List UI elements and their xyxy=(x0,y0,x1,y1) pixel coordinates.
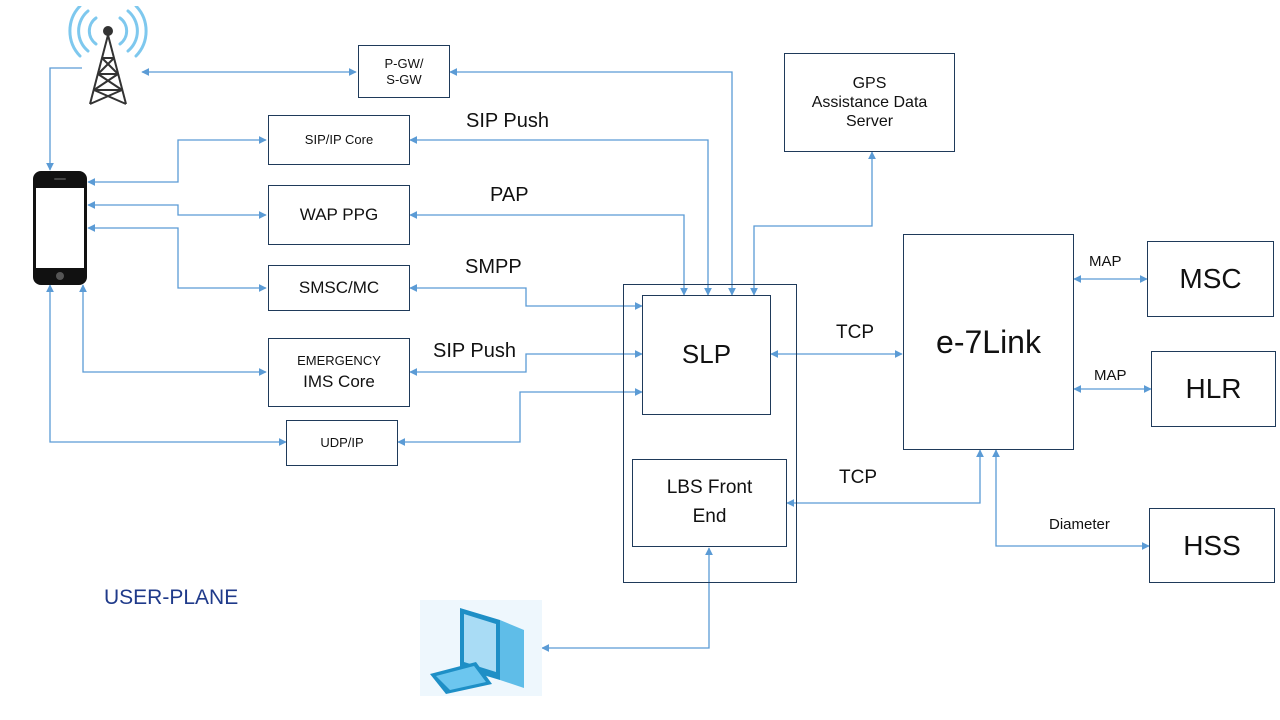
pap-label: PAP xyxy=(490,184,529,206)
connector-phone-wap xyxy=(87,201,267,219)
slp-label: SLP xyxy=(681,339,732,370)
tcp-lbs-label: TCP xyxy=(839,467,877,488)
connector-wap-slp xyxy=(409,211,688,296)
connector-sipcore-slp xyxy=(409,136,712,296)
slp-container-frame xyxy=(623,284,797,583)
msc-box: MSC xyxy=(1147,241,1274,317)
gps-assistance-server-box: GPS Assistance Data Server xyxy=(784,53,955,152)
gps-label-line3: Server xyxy=(845,113,894,131)
gps-label-line2: Assistance Data xyxy=(811,93,928,111)
hss-box: HSS xyxy=(1149,508,1275,583)
lbs-front-end-box: LBS Front End xyxy=(632,459,787,547)
smartphone-icon xyxy=(33,171,87,285)
map-hlr-label: MAP xyxy=(1094,367,1127,384)
slp-box: SLP xyxy=(642,295,771,415)
connector-slp-gps xyxy=(750,151,876,296)
connector-phone-emergency xyxy=(79,284,267,376)
udp-ip-label: UDP/IP xyxy=(320,435,364,451)
connector-phone-udp xyxy=(46,284,287,446)
smsc-mc-label: SMSC/MC xyxy=(298,277,380,297)
e7link-label: e-7Link xyxy=(936,323,1041,360)
connector-smsc-slp xyxy=(409,284,643,310)
smsc-mc-box: SMSC/MC xyxy=(268,265,410,311)
sip-ip-core-label: SIP/IP Core xyxy=(304,132,374,148)
pgw-label-line1: P-GW/ xyxy=(384,55,424,71)
hlr-label: HLR xyxy=(1185,373,1242,405)
emergency-label: EMERGENCY xyxy=(297,352,381,368)
diameter-label: Diameter xyxy=(1049,516,1110,533)
connector-lbs-e7link xyxy=(786,449,984,507)
lbs-label-line2: End xyxy=(692,506,727,527)
connector-emergency-slp xyxy=(409,350,643,376)
connector-phone-smsc xyxy=(87,224,267,292)
map-msc-label: MAP xyxy=(1089,253,1122,270)
connector-e7link-hss xyxy=(992,449,1150,550)
sip-ip-core-box: SIP/IP Core xyxy=(268,115,410,165)
smpp-label: SMPP xyxy=(465,256,522,278)
cell-tower-icon xyxy=(68,6,148,105)
msc-label: MSC xyxy=(1179,263,1242,295)
wap-ppg-box: WAP PPG xyxy=(268,185,410,245)
hss-label: HSS xyxy=(1183,529,1241,561)
sip-push-emergency-label: SIP Push xyxy=(433,340,517,362)
emergency-ims-core-box: EMERGENCY IMS Core xyxy=(268,338,410,407)
user-plane-label: USER-PLANE xyxy=(104,586,239,609)
pgw-sgw-box: P-GW/ S-GW xyxy=(358,45,450,98)
tcp-slp-label: TCP xyxy=(836,322,874,343)
pgw-label-line2: S-GW xyxy=(386,71,422,87)
gps-label-line1: GPS xyxy=(852,74,887,92)
ims-core-label: IMS Core xyxy=(303,372,375,392)
udp-ip-box: UDP/IP xyxy=(286,420,398,466)
e7link-box: e-7Link xyxy=(903,234,1074,450)
hlr-box: HLR xyxy=(1151,351,1276,427)
lbs-label-line1: LBS Front xyxy=(666,477,753,499)
connector-udp-slp xyxy=(397,388,643,446)
connector-pgw-slp xyxy=(449,68,736,296)
connector-lbs-computer xyxy=(541,547,713,652)
connector-tower-phone xyxy=(46,67,82,171)
sip-push-top-label: SIP Push xyxy=(466,110,550,132)
connector-phone-sipcore xyxy=(87,136,267,186)
desktop-computer-icon xyxy=(420,600,542,696)
wap-ppg-label: WAP PPG xyxy=(299,204,379,224)
